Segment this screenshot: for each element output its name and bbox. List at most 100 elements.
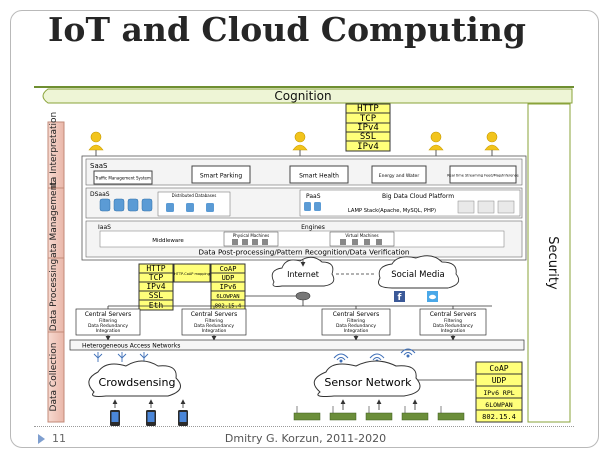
cs3-title: Central Servers <box>333 311 380 318</box>
dist-db-icons <box>166 203 214 212</box>
gateway-mapping: HTTP-CoAP mapping <box>173 263 211 283</box>
sensor-network-label: Sensor Network <box>324 376 412 389</box>
cs1-l2: Data Redundancy <box>88 323 128 329</box>
cs4-l3: Integration <box>441 328 466 334</box>
app-health: Smart Health <box>299 173 339 180</box>
layer-labels: Data Interpretation Data Management Data… <box>47 112 65 423</box>
physical-label: Physical Machines <box>233 233 269 238</box>
central-server-box-3: Central Servers Filtering Data Redundanc… <box>321 308 391 336</box>
twitter-icon <box>427 291 438 302</box>
user-icon <box>484 131 500 151</box>
wireless-icon <box>333 353 349 363</box>
gw-left-0: HTTP <box>146 264 165 273</box>
internet-cloud: Internet <box>271 256 335 287</box>
gw-right-4: 802.15.4 <box>215 304 242 310</box>
server-icons <box>232 239 382 245</box>
bottom-protocol-stack: CoAP UDP IPv6 RPL 6LOWPAN 802.15.4 <box>475 361 523 423</box>
cs2-l1: Filtering <box>205 318 223 324</box>
iaas-row: IaaS Engines Middleware Physical Machine… <box>85 220 523 258</box>
top-proto-3: SSL <box>360 132 376 142</box>
gw-right-2: IPv6 <box>220 283 237 291</box>
crowdsensing-cloud: Crowdsensing <box>88 360 181 397</box>
security-bar: Security <box>527 103 571 423</box>
cs3-l1: Filtering <box>347 318 365 324</box>
cs1-l3: Integration <box>96 328 121 334</box>
access-networks-label: Heterogeneous Access Networks <box>82 343 180 350</box>
gw-left-2: IPv4 <box>146 282 165 291</box>
post-processing-label: Data Post-processing/Pattern Recognition… <box>199 248 410 257</box>
layer-data-collection: Data Collection <box>49 343 59 412</box>
virtual-label: Virtual Machines <box>345 233 378 238</box>
antenna-icon <box>117 352 127 362</box>
sensor-node-icon <box>293 406 321 421</box>
social-media-label: Social Media <box>391 270 444 280</box>
footer-divider <box>34 426 574 428</box>
cs1-l1: Filtering <box>99 318 117 324</box>
sensor-node-icon <box>365 406 393 421</box>
gw-right-3: 6LOWPAN <box>216 294 239 300</box>
security-label: Security <box>545 236 560 290</box>
processing-links <box>107 260 492 309</box>
cs2-title: Central Servers <box>191 311 238 318</box>
top-proto-4: IPv4 <box>357 142 379 152</box>
top-proto-1: TCP <box>360 114 377 124</box>
user-icon <box>88 131 104 151</box>
user-icon <box>428 131 444 151</box>
iaas-label: IaaS <box>98 224 111 231</box>
cs4-title: Central Servers <box>430 311 477 318</box>
antenna-icon <box>139 352 149 362</box>
gateway-left-stack: HTTP TCP IPv4 SSL Eth <box>138 263 174 311</box>
central-server-box-1: Central Servers Filtering Data Redundanc… <box>75 308 141 336</box>
middleware-label: Middleware <box>152 238 184 244</box>
saas-label: SaaS <box>90 162 108 170</box>
crowdsensing-label: Crowdsensing <box>99 376 176 389</box>
cs1-title: Central Servers <box>85 311 132 318</box>
paas-label: PaaS <box>306 193 321 200</box>
database-icons <box>99 198 153 212</box>
app-energy: Energy and Water <box>379 173 420 179</box>
app-traffic: Traffic Management System <box>94 176 151 181</box>
app-parking: Smart Parking <box>200 173 242 180</box>
phone-links <box>112 399 186 408</box>
sensor-node-icons <box>293 406 465 421</box>
sensor-links <box>340 399 418 410</box>
sensor-node-icon <box>437 406 465 421</box>
bottom-proto-4: 802.15.4 <box>482 413 516 421</box>
gw-mapping-label: HTTP-CoAP mapping <box>174 272 210 276</box>
wireless-icon <box>400 348 416 358</box>
cs4-l2: Data Redundancy <box>433 323 473 329</box>
gw-right-0: CoAP <box>220 265 237 273</box>
central-server-box-2: Central Servers Filtering Data Redundanc… <box>181 308 247 336</box>
top-proto-0: HTTP <box>357 104 379 114</box>
dist-db-label: Distributed Databases <box>172 193 217 198</box>
top-protocol-stack: HTTP TCP IPv4 SSL IPv4 <box>345 103 391 152</box>
paas-db-icons <box>304 202 321 211</box>
facebook-icon: f <box>394 291 405 303</box>
cs3-l2: Data Redundancy <box>336 323 376 329</box>
antenna-icon <box>93 352 103 362</box>
phone-icon <box>110 410 120 426</box>
dsaas-label: DSaaS <box>90 191 110 198</box>
antenna-icons <box>93 352 149 362</box>
bottom-proto-2: IPv6 RPL <box>483 389 514 397</box>
gw-left-3: SSL <box>149 291 164 300</box>
social-media-cloud: Social Media <box>378 255 460 289</box>
central-server-box-4: Central Servers Filtering Data Redundanc… <box>419 308 487 336</box>
phone-icon <box>178 410 188 426</box>
layer-data-interpretation: Data Interpretation <box>49 112 59 199</box>
lamp-label: LAMP Stack(Apache, MySQL, PHP) <box>348 208 436 214</box>
phone-icons <box>110 410 188 426</box>
dsaas-row: DSaaS Distributed Databases PaaS Big Dat… <box>85 187 523 219</box>
server-down-links <box>105 335 456 341</box>
user-icon <box>292 131 308 151</box>
sensor-network-cloud: Sensor Network <box>313 360 421 397</box>
gw-right-1: UDP <box>222 274 235 282</box>
cs2-l3: Integration <box>202 328 227 334</box>
wireless-icons <box>333 348 416 363</box>
title-underline <box>34 86 574 88</box>
slide-title: IoT and Cloud Computing <box>48 10 526 49</box>
saas-row: SaaS Traffic Management System Smart Par… <box>85 158 523 186</box>
layer-data-processing: Data Processing <box>49 259 59 331</box>
sensor-node-icon <box>329 406 357 421</box>
